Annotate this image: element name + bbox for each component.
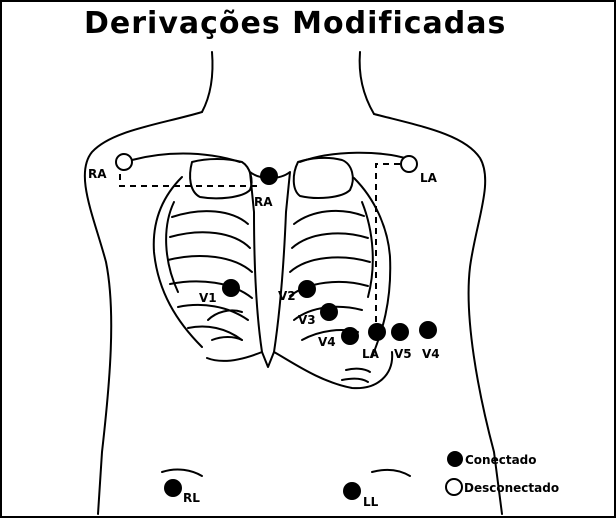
lower-right-mark [372,470,410,476]
electrode-v2 [298,280,316,298]
rib-right-4 [290,257,370,272]
label-rl: RL [183,491,200,505]
label-v3: V3 [298,313,316,327]
electrode-ra-modified [260,167,278,185]
rib-left-9 [212,337,242,340]
electrode-v5 [391,323,409,341]
label-la-modified: LA [362,347,380,361]
electrode-v3 [320,303,338,321]
rib-right-lower [346,369,370,372]
rib-right-2 [294,211,364,224]
label-v1: V1 [199,291,217,305]
legend-connected-label: Conectado [465,453,537,467]
neck-right-line [360,52,374,114]
neck-left-line [202,52,213,112]
rib-right-3 [292,233,368,248]
electrode-la-original [401,156,417,172]
rib-left-outer [154,177,202,347]
label-ll: LL [363,495,379,509]
costal-arch-left [207,352,262,361]
clavicle-left [132,154,240,163]
label-v2: V2 [278,289,296,303]
torso-outline [85,52,502,514]
label-v5: V5 [394,347,412,361]
rib-left-3 [170,232,250,248]
legend-disconnected-icon [446,479,462,495]
lead-wires [120,164,400,332]
rib-left-4 [168,256,252,272]
rib-left-8 [208,310,242,320]
electrode-v1 [222,279,240,297]
rib-left-6 [178,305,248,320]
label-ra-modified: RA [254,195,273,209]
electrode-rl [164,479,182,497]
electrode-v4-modified [341,327,359,345]
electrode-v4-original [419,321,437,339]
label-v4-original: V4 [422,347,440,361]
rib-upper-right [294,158,353,198]
electrode-ra-original [116,154,132,170]
label-v4-modified: V4 [318,335,336,349]
legend-connected-icon [447,451,463,467]
legend: Conectado Desconectado [446,451,559,495]
rib-right-lower-2 [342,379,368,382]
label-ra-original: RA [88,167,107,181]
legend-disconnected-label: Desconectado [464,481,559,495]
label-la-original: LA [420,171,438,185]
rib-upper-left [190,159,252,198]
electrode-ll [343,482,361,500]
electrode-la-modified [368,323,386,341]
lower-left-mark [162,469,202,476]
rib-left-2 [172,211,248,224]
